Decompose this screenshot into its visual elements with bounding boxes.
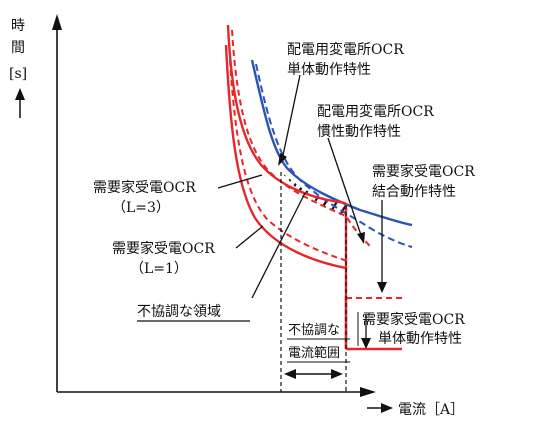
- y-axis-arrowhead: [52, 14, 62, 30]
- leader-customer-l1: [235, 225, 264, 249]
- label-distribution-inertia-2: 慣性動作特性: [317, 123, 401, 140]
- x-axis-arrowhead: [360, 387, 376, 397]
- leader-distribution-single: [281, 74, 301, 161]
- label-customer-single-2: 単体動作特性: [378, 331, 462, 347]
- range-arrow-left: [284, 369, 296, 379]
- label-customer-l3-1: 需要家受電OCR: [93, 179, 196, 196]
- y-arrow-indicator-head: [15, 88, 25, 100]
- label-distribution-single-2: 単体動作特性: [287, 62, 371, 78]
- uncoordinated-region-hatch: [281, 172, 346, 218]
- leader-customer-l3: [217, 174, 263, 189]
- y-axis-label-2: 間: [11, 40, 25, 56]
- label-distribution-inertia-1: 配電用変電所OCR: [317, 103, 434, 120]
- label-customer-l1-2: （L=1）: [130, 261, 188, 277]
- label-uncoordinated-region: 不協調な領域: [137, 303, 221, 320]
- range-arrow-right: [331, 369, 343, 379]
- x-axis-label: 電流［A］: [398, 402, 464, 418]
- distribution-ocr-single-curve: [250, 59, 413, 227]
- leader-customer-combined-head: [377, 282, 387, 293]
- label-customer-l1-1: 需要家受電OCR: [112, 240, 215, 257]
- label-customer-l3-2: （L=3）: [112, 200, 170, 216]
- axes: [15, 14, 393, 413]
- leader-distribution-single-head: [278, 153, 287, 166]
- leader-distribution-inertia: [327, 137, 363, 239]
- leader-customer-single-head: [361, 338, 371, 349]
- customer-ocr-l1-combined-curve: [229, 59, 351, 263]
- label-uncoordinated-current-2: 電流範囲: [288, 346, 340, 361]
- label-customer-combined-1: 需要家受電OCR: [372, 163, 475, 180]
- label-customer-single-1: 需要家受電OCR: [362, 311, 465, 328]
- leader-uncoordinated-region: [251, 192, 306, 299]
- x-label-arrowhead: [381, 403, 393, 413]
- label-uncoordinated-current-1: 不協調な: [288, 323, 340, 338]
- customer-ocr-l3-combined-curve: [231, 29, 371, 247]
- y-axis-label-1: 時: [11, 18, 25, 34]
- label-customer-combined-2: 結合動作特性: [372, 184, 456, 200]
- label-distribution-single-1: 配電用変電所OCR: [287, 41, 404, 58]
- customer-ocr-l1-curve: [224, 44, 347, 270]
- leader-distribution-inertia-head: [357, 232, 365, 244]
- y-axis-unit: [s]: [9, 66, 27, 82]
